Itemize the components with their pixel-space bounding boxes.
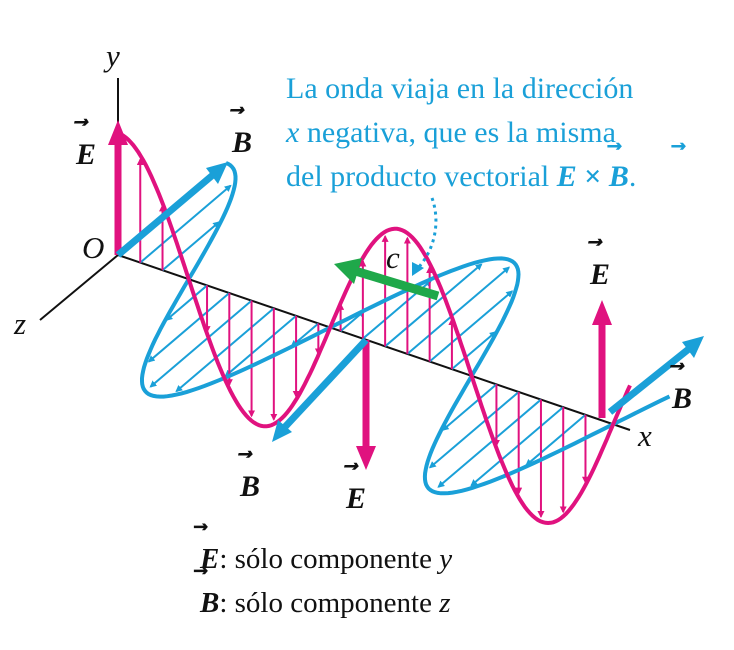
- svg-text:⃗: ⃗: [74, 118, 89, 126]
- svg-text:E: E: [589, 258, 610, 291]
- label-E-right: E ⃗: [588, 238, 610, 291]
- b-field-small-arrow: [470, 406, 564, 487]
- b-field-small-arrow: [224, 315, 297, 377]
- caption-line-2: B: sólo componente z ⃗: [193, 567, 451, 619]
- b-field-small-arrow: [429, 290, 514, 363]
- b-field-small-arrow: [525, 414, 587, 467]
- svg-text:⃗: ⃗: [230, 106, 245, 114]
- annotation-line-2: x negativa, que es la misma: [285, 116, 616, 149]
- label-E-top-left: E ⃗: [74, 118, 96, 171]
- b-field-small-arrow: [384, 263, 483, 348]
- b-field-arrow-right-head: [682, 336, 704, 358]
- b-field-arrow-top: [115, 171, 217, 258]
- b-field-small-arrow: [451, 331, 497, 370]
- b-field-small-arrow: [437, 398, 542, 488]
- b-field-small-arrow: [165, 284, 208, 321]
- svg-text:B: sólo componente z: B: sólo componente z: [199, 587, 451, 619]
- svg-text:⃗: ⃗: [588, 238, 603, 246]
- b-field-arrow-top-head: [206, 162, 228, 184]
- z-axis: [39, 254, 119, 321]
- label-E-bottom: E ⃗: [344, 462, 366, 515]
- x-axis: [117, 254, 631, 431]
- svg-text:E: sólo componente y: E: sólo componente y: [199, 543, 452, 575]
- x-axis-label: x: [637, 418, 652, 453]
- annotation-line-3: del producto vectorial E × B.: [286, 160, 636, 193]
- b-field-arrow-left-head: [272, 420, 292, 442]
- e-field-arrow-origin-head: [108, 120, 128, 145]
- svg-text:B: B: [671, 382, 692, 415]
- annotation-pointer-head: [412, 262, 424, 276]
- b-field-small-arrow: [441, 383, 498, 431]
- z-axis-label: z: [13, 306, 26, 341]
- svg-text:B: B: [239, 470, 260, 503]
- e-field-arrow-bottom-head: [356, 446, 376, 470]
- b-field-small-arrow: [149, 299, 253, 388]
- b-field-arrow-right: [607, 345, 693, 415]
- b-field-small-arrow: [175, 307, 275, 393]
- b-field-small-arrow: [139, 184, 232, 264]
- origin-label: O: [82, 230, 104, 265]
- label-B-top: B ⃗: [230, 106, 252, 159]
- b-field-small-arrow: [147, 292, 230, 363]
- svg-text:⃗: ⃗: [344, 462, 359, 470]
- caption-line-1: E: sólo componente y ⃗: [193, 523, 452, 575]
- annotation-vec-arrow-B: ⃗: [671, 142, 686, 150]
- svg-text:⃗: ⃗: [193, 523, 208, 531]
- label-B-bottom: B ⃗: [238, 450, 260, 503]
- electric-field-wave: [117, 131, 632, 526]
- label-B-right: B ⃗: [670, 362, 692, 415]
- velocity-arrow-head: [334, 258, 362, 284]
- annotation-pointer: [416, 197, 438, 270]
- svg-text:⃗: ⃗: [238, 450, 253, 458]
- b-field-arrow-left: [281, 337, 369, 431]
- b-field-small-arrow: [406, 266, 511, 355]
- b-field-small-arrow: [428, 391, 520, 469]
- magnetic-field-wave: [140, 161, 671, 496]
- velocity-arrow: [350, 265, 440, 301]
- svg-text:B: B: [231, 126, 252, 159]
- speed-label: c: [386, 240, 400, 275]
- svg-text:E: E: [345, 482, 366, 515]
- magnetic-field-arrows: [139, 184, 587, 488]
- y-axis-label: y: [103, 38, 120, 73]
- annotation-line-1: La onda viaja en la dirección: [286, 72, 633, 105]
- svg-text:E: E: [75, 138, 96, 171]
- b-field-small-arrow: [161, 221, 220, 271]
- e-field-arrow-right-head: [592, 300, 612, 325]
